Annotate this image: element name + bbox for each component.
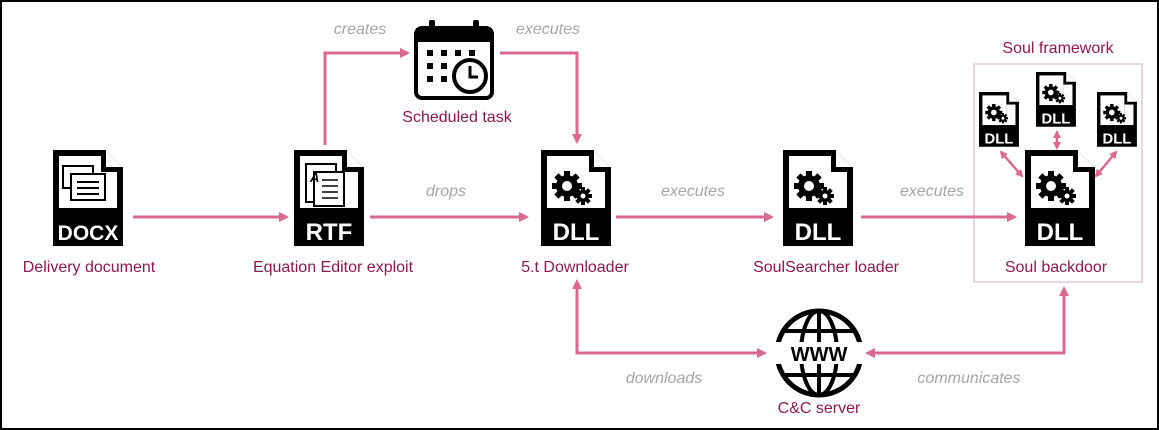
plugin-dll-icon-left: DLL [978, 91, 1020, 147]
node-label-delivery: Delivery document [23, 259, 156, 276]
edge-plugin-right [1094, 150, 1118, 178]
edge-label-executes-backdoor: executes [900, 183, 964, 200]
framework-box [973, 63, 1143, 283]
downloader-icon-text: DLL [553, 219, 600, 246]
node-label-downloader: 5.t Downloader [521, 259, 629, 276]
plugin-left-text: DLL [985, 131, 1014, 147]
edge-communicates [865, 286, 1069, 358]
node-label-cc: C&C server [778, 400, 861, 417]
docx-file-icon: DOCX [52, 149, 124, 247]
docx-icon-text: DOCX [58, 222, 119, 245]
backdoor-icon-text: DLL [1037, 219, 1084, 246]
framework-title: Soul framework [1002, 40, 1114, 57]
rtf-icon-text: RTF [306, 219, 353, 246]
svg-text:A: A [309, 170, 319, 185]
plugin-top-text: DLL [1042, 111, 1071, 127]
rtf-file-icon: A RTF [293, 149, 365, 247]
edge-executes-task [500, 51, 582, 144]
edge-plugin-left [999, 150, 1024, 178]
edge-label-executes-loader: executes [661, 183, 725, 200]
edge-label-downloads: downloads [626, 370, 703, 387]
node-label-exploit: Equation Editor exploit [253, 259, 414, 276]
node-label-task: Scheduled task [402, 109, 512, 126]
cc-icon-text: WWW [791, 344, 848, 366]
calendar-clock-icon [414, 20, 494, 100]
dll-file-icon: DLL [782, 149, 854, 247]
node-label-loader: SoulSearcher loader [753, 259, 900, 276]
edge-label-creates: creates [334, 21, 386, 38]
plugin-dll-icon-top: DLL [1035, 71, 1077, 127]
edge-creates [323, 48, 410, 145]
edge-label-communicates: communicates [917, 370, 1020, 387]
edge-downloads [572, 279, 767, 358]
plugin-right-text: DLL [1103, 131, 1132, 147]
plugin-dll-icon-right: DLL [1096, 91, 1138, 147]
edge-label-executes-task: executes [516, 21, 580, 38]
dll-file-icon: DLL [540, 149, 612, 247]
dll-file-icon: DLL [1024, 149, 1096, 247]
globe-www-icon: WWW [773, 308, 865, 398]
node-label-backdoor: Soul backdoor [1005, 259, 1108, 276]
edge-label-drops: drops [426, 183, 466, 200]
loader-icon-text: DLL [795, 219, 842, 246]
